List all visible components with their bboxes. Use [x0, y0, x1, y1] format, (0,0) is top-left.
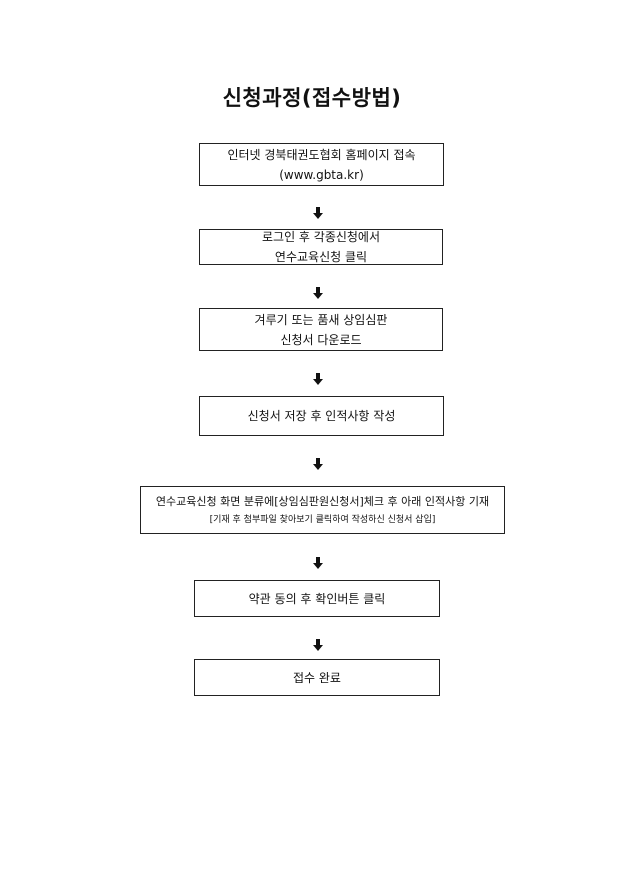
step-3-text: 겨루기 또는 품새 상임심판 — [254, 312, 388, 327]
step-5-text: 연수교육신청 화면 분류에[상임심판원신청서]체크 후 아래 인적사항 기재 — [155, 495, 490, 508]
step-box-3: 겨루기 또는 품새 상임심판 신청서 다운로드 — [199, 308, 443, 351]
step-4-text: 신청서 저장 후 인적사항 작성 — [247, 409, 396, 423]
step-5-subtext: [기재 후 첨부파일 찾아보기 클릭하여 작성하신 신청서 삽입] — [209, 515, 436, 525]
step-2-text: 로그인 후 각종신청에서 — [261, 230, 381, 244]
step-7-text: 접수 완료 — [293, 670, 341, 685]
down-arrow-icon — [313, 287, 323, 299]
step-box-1: 인터넷 경북태권도협회 홈페이지 접속 (www.gbta.kr) — [199, 143, 444, 186]
down-arrow-icon — [313, 557, 323, 569]
down-arrow-icon — [313, 207, 323, 219]
step-box-7: 접수 완료 — [194, 659, 440, 696]
step-1-text: 인터넷 경북태권도협회 홈페이지 접속 — [227, 147, 416, 162]
step-1-subtext: (www.gbta.kr) — [279, 167, 364, 182]
page-title: 신청과정(접수방법) — [222, 86, 402, 110]
down-arrow-icon — [313, 458, 323, 470]
step-3-subtext: 신청서 다운로드 — [280, 332, 362, 347]
step-box-2: 로그인 후 각종신청에서 연수교육신청 클릭 — [199, 229, 443, 265]
step-2-subtext: 연수교육신청 클릭 — [274, 250, 368, 264]
step-box-4: 신청서 저장 후 인적사항 작성 — [199, 396, 444, 436]
step-box-6: 약관 동의 후 확인버튼 클릭 — [194, 580, 440, 617]
step-6-text: 약관 동의 후 확인버튼 클릭 — [248, 591, 386, 606]
down-arrow-icon — [313, 373, 323, 385]
step-box-5: 연수교육신청 화면 분류에[상임심판원신청서]체크 후 아래 인적사항 기재 [… — [140, 486, 505, 534]
down-arrow-icon — [313, 639, 323, 651]
